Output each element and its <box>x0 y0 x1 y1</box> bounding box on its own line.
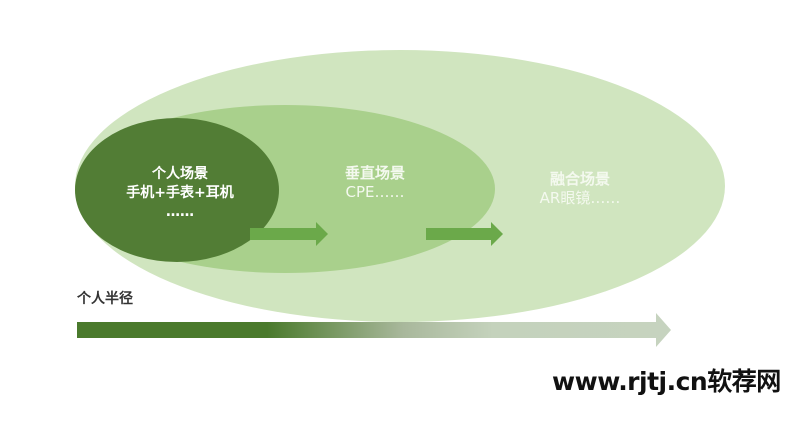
stage-title: 垂直场景 <box>344 164 405 182</box>
stage-personal: 个人场景 手机+手表+耳机 …… <box>100 165 260 222</box>
axis-label: 个人半径 <box>77 291 133 307</box>
stage-fusion: 融合场景 AR眼镜…… <box>515 170 645 208</box>
stage-more: …… <box>166 204 194 220</box>
personal-radius-arrow <box>77 313 671 347</box>
stage-title: 个人场景 <box>152 166 208 182</box>
arrow-right-icon <box>250 222 328 246</box>
watermark: www.rjtj.cn软荐网 <box>552 367 781 396</box>
stage-vertical: 垂直场景 CPE…… <box>320 164 430 202</box>
stage-detail: AR眼镜…… <box>539 189 621 207</box>
arrow-right-icon <box>426 222 503 246</box>
personal-scene-ellipse <box>75 118 279 262</box>
stage-detail: 手机+手表+耳机 <box>126 185 234 201</box>
stage-detail: CPE…… <box>345 183 405 201</box>
stage-title: 融合场景 <box>549 170 610 188</box>
